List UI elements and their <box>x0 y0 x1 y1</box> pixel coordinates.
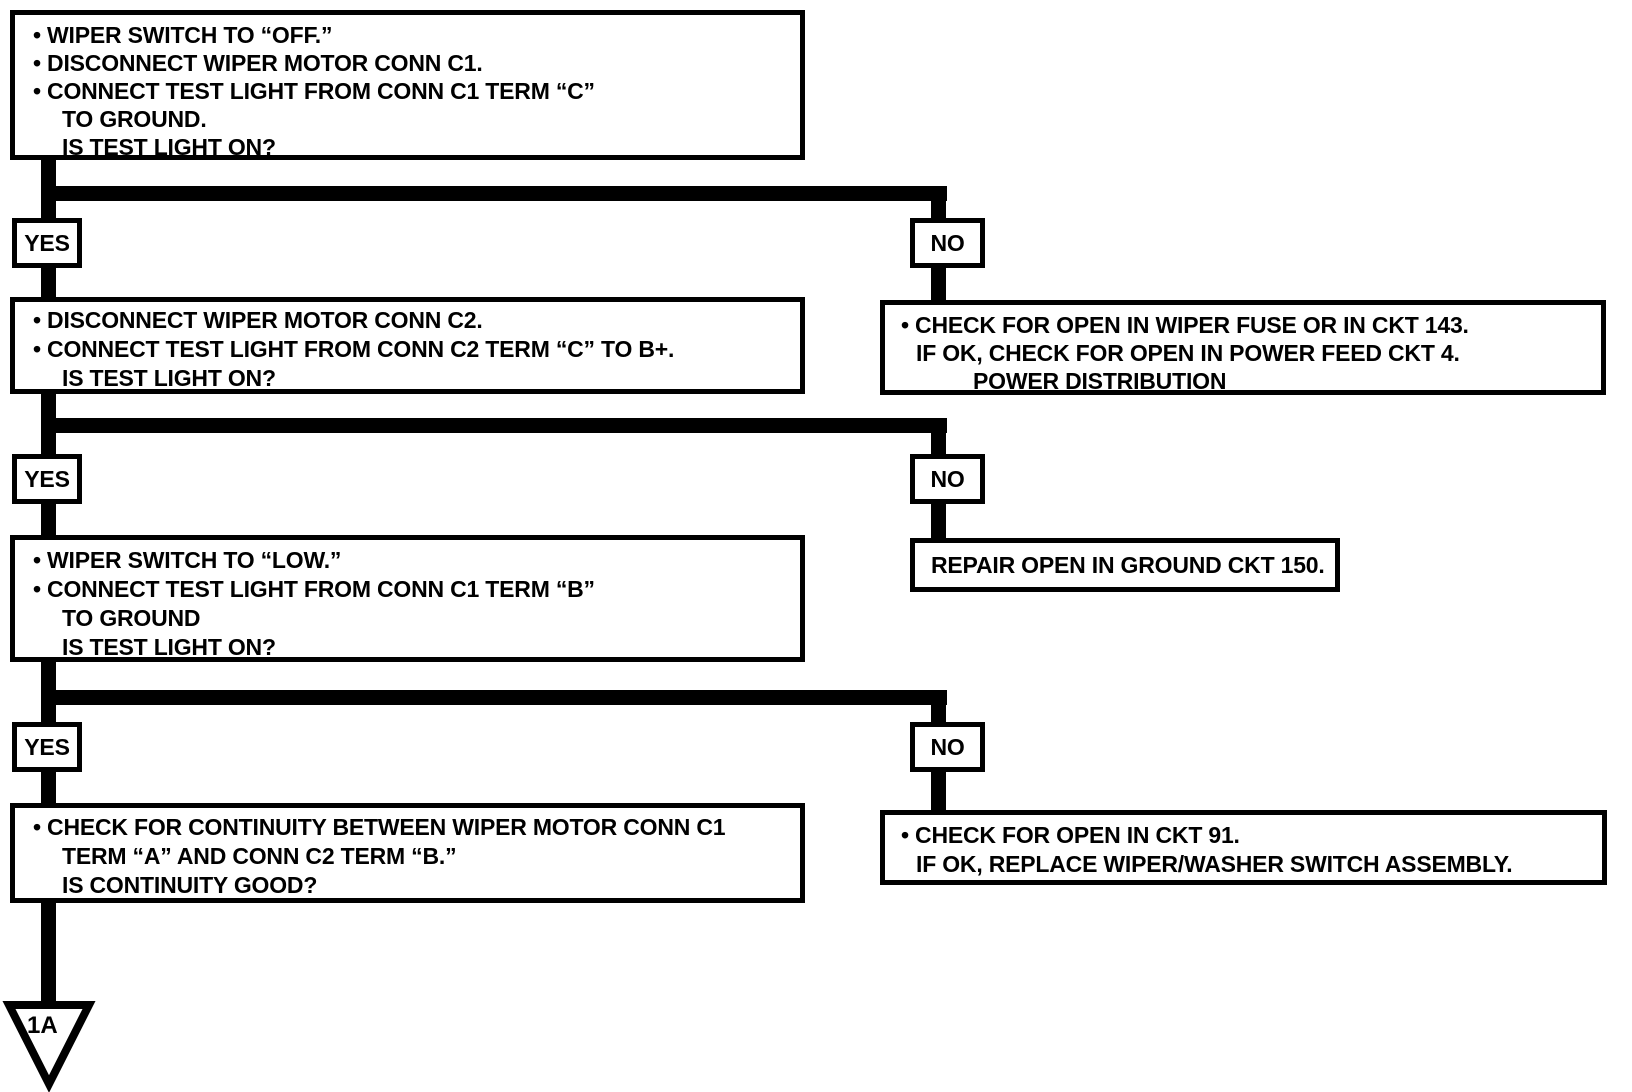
connector-yes1-down <box>41 264 56 301</box>
connector-branch1-no-stub <box>931 186 946 222</box>
yes-text: YES <box>24 229 70 256</box>
instruction-line: • CONNECT TEST LIGHT FROM CONN C1 TERM “… <box>33 576 595 602</box>
connector-yes3-down <box>41 768 56 808</box>
connector-branch2-bar <box>41 418 947 433</box>
instruction-line: REPAIR OPEN IN GROUND CKT 150. <box>931 551 1325 578</box>
no-label-1: NO <box>910 218 985 268</box>
instruction-line: TO GROUND. <box>62 106 207 132</box>
yes-label-3: YES <box>12 722 82 772</box>
connector-yes2-down <box>41 500 56 540</box>
connector-branch3-no-stub <box>931 690 946 726</box>
yes-text: YES <box>24 465 70 492</box>
instruction-line: • DISCONNECT WIPER MOTOR CONN C1. <box>33 50 483 76</box>
no-text: NO <box>930 229 965 256</box>
instruction-line: • CONNECT TEST LIGHT FROM CONN C1 TERM “… <box>33 78 595 104</box>
connector-no3-down <box>931 768 946 814</box>
instruction-line: • CONNECT TEST LIGHT FROM CONN C2 TERM “… <box>33 336 675 362</box>
instruction-line: • DISCONNECT WIPER MOTOR CONN C2. <box>33 307 483 333</box>
yes-text: YES <box>24 733 70 760</box>
yes-label-2: YES <box>12 454 82 504</box>
reference-line: POWER DISTRIBUTION <box>973 368 1227 394</box>
action-box-power-check: • CHECK FOR OPEN IN WIPER FUSE OR IN CKT… <box>880 300 1606 395</box>
yes-label-1: YES <box>12 218 82 268</box>
connector-branch1-bar <box>41 186 947 201</box>
instruction-line: IS TEST LIGHT ON? <box>62 365 276 391</box>
decision-box-1: • WIPER SWITCH TO “OFF.” • DISCONNECT WI… <box>10 10 805 160</box>
instruction-line: • CHECK FOR CONTINUITY BETWEEN WIPER MOT… <box>33 814 726 840</box>
connector-step4-down <box>41 898 56 1010</box>
no-text: NO <box>930 733 965 760</box>
offpage-label: 1A <box>27 1012 58 1039</box>
instruction-line: • WIPER SWITCH TO “LOW.” <box>33 547 342 573</box>
instruction-line: TERM “A” AND CONN C2 TERM “B.” <box>62 843 457 869</box>
instruction-line: IF OK, REPLACE WIPER/WASHER SWITCH ASSEM… <box>916 851 1513 877</box>
connector-no1-down <box>931 264 946 304</box>
connector-branch2-no-stub <box>931 418 946 456</box>
instruction-line: • CHECK FOR OPEN IN WIPER FUSE OR IN CKT… <box>901 312 1469 338</box>
decision-box-4: • CHECK FOR CONTINUITY BETWEEN WIPER MOT… <box>10 803 805 903</box>
no-label-3: NO <box>910 722 985 772</box>
decision-box-2: • DISCONNECT WIPER MOTOR CONN C2. • CONN… <box>10 297 805 394</box>
connector-branch3-bar <box>41 690 947 705</box>
instruction-line: IF OK, CHECK FOR OPEN IN POWER FEED CKT … <box>916 340 1460 366</box>
instruction-line: IS CONTINUITY GOOD? <box>62 872 318 898</box>
offpage-triangle <box>2 1001 96 1092</box>
no-label-2: NO <box>910 454 985 504</box>
action-box-repair-ground: REPAIR OPEN IN GROUND CKT 150. <box>910 538 1340 592</box>
offpage-connector-1a: 1A <box>2 1001 96 1092</box>
instruction-line: TO GROUND <box>62 605 201 631</box>
action-box-ckt91-check: • CHECK FOR OPEN IN CKT 91. IF OK, REPLA… <box>880 810 1607 885</box>
instruction-line: IS TEST LIGHT ON? <box>62 634 276 660</box>
instruction-line: IS TEST LIGHT ON? <box>62 134 276 160</box>
decision-box-3: • WIPER SWITCH TO “LOW.” • CONNECT TEST … <box>10 535 805 662</box>
no-text: NO <box>930 465 965 492</box>
instruction-line: • CHECK FOR OPEN IN CKT 91. <box>901 822 1240 848</box>
connector-no2-down <box>931 500 946 542</box>
instruction-line: • WIPER SWITCH TO “OFF.” <box>33 22 333 48</box>
